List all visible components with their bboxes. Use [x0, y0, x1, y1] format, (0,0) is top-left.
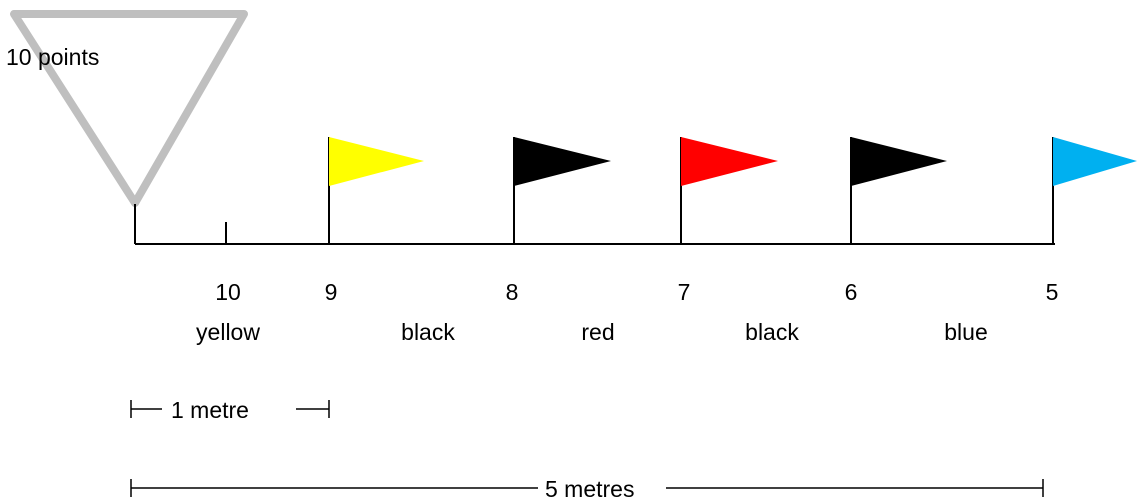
target-triangle	[10, 10, 248, 207]
yellow-flag	[329, 137, 424, 186]
blue-flag	[1053, 137, 1137, 186]
scale-bar-small	[130, 400, 330, 418]
zone-label-blue: blue	[944, 319, 988, 345]
mark-label-8: 8	[505, 279, 519, 305]
zone-label-yellow: yellow	[196, 319, 260, 345]
flag-8	[513, 137, 611, 244]
flag-9	[328, 137, 424, 244]
zone-label-black: black	[745, 319, 799, 345]
flag-5	[1052, 137, 1137, 244]
points-label: 10 points	[6, 44, 100, 70]
flag-6	[850, 137, 947, 244]
mark-label-5: 5	[1045, 279, 1059, 305]
scale-label-5-metres: 5 metres	[545, 476, 635, 502]
black-flag	[514, 137, 611, 186]
zone-label-black: black	[401, 319, 455, 345]
mark-label-7: 7	[677, 279, 691, 305]
flag-7	[680, 137, 778, 244]
scale-label-1-metre: 1 metre	[171, 397, 249, 423]
black-flag	[851, 137, 947, 186]
red-flag	[681, 137, 778, 186]
scale-bar-large	[130, 479, 1044, 497]
mark-label-6: 6	[844, 279, 858, 305]
zone-label-red: red	[581, 319, 615, 345]
mark-label-10: 10	[215, 279, 241, 305]
mark-label-9: 9	[324, 279, 338, 305]
